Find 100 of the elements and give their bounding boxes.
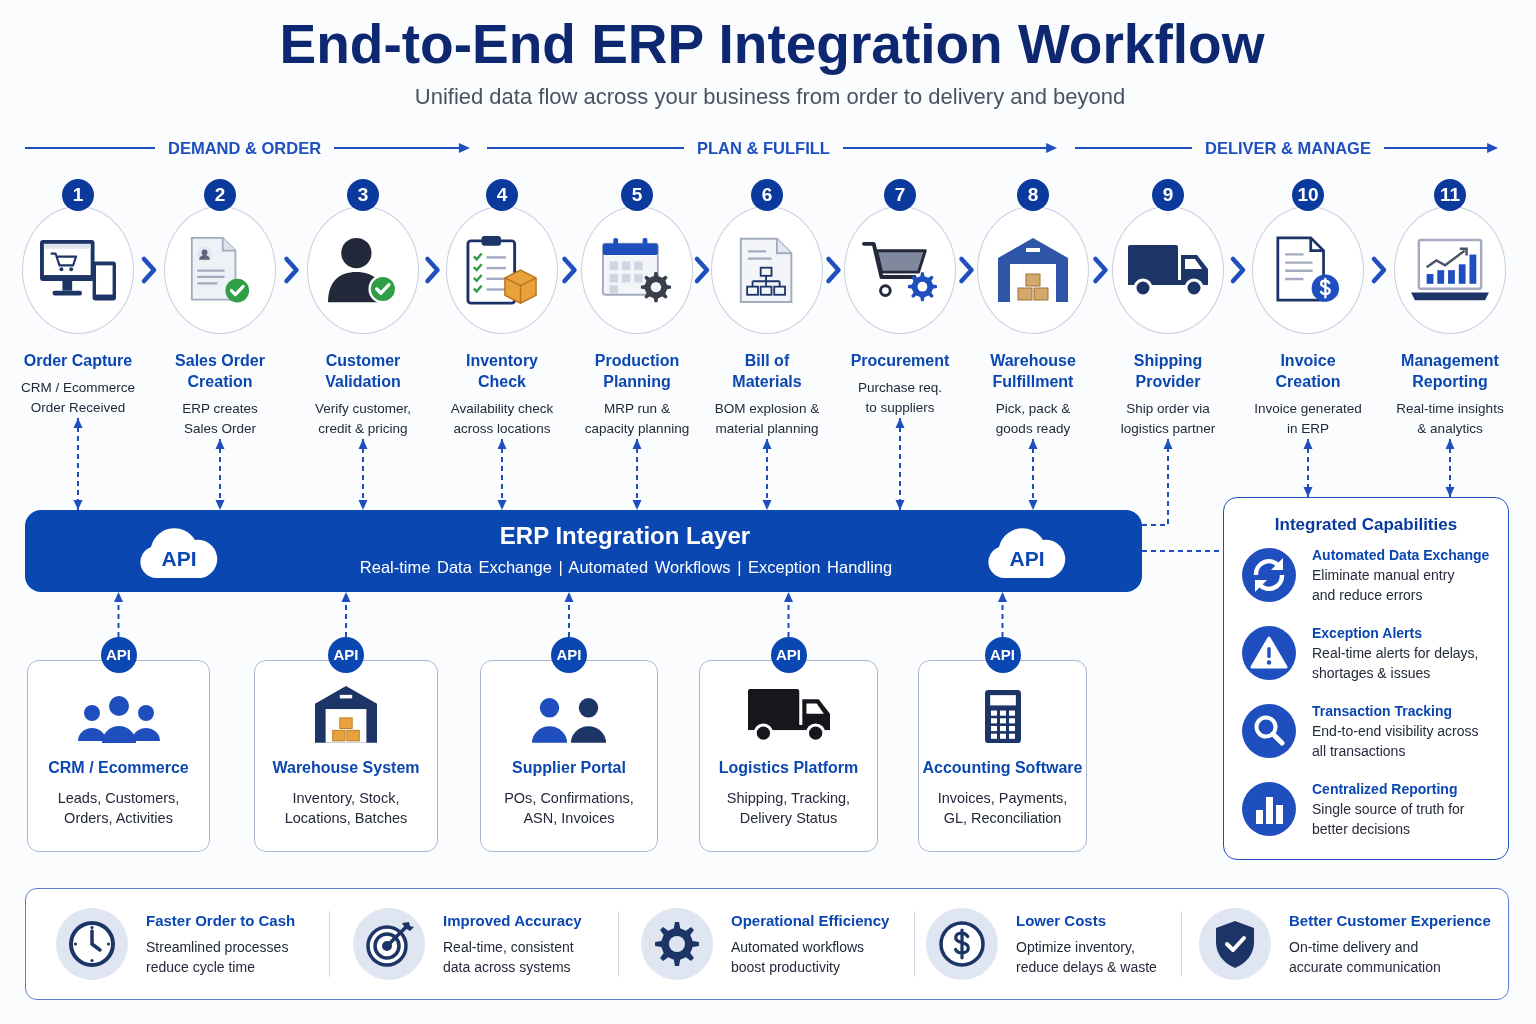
step-number-badge: 10	[1292, 179, 1324, 211]
dashed-arrow	[784, 591, 793, 638]
step-title: Inventory Check	[465, 351, 539, 392]
system-title: Logistics Platform	[718, 758, 859, 778]
chevron-arrow	[694, 256, 710, 284]
capability-description: Eliminate manual entry and reduce errors	[1312, 566, 1456, 605]
step-title: Customer Validation	[324, 351, 402, 392]
step-description: MRP run & capacity planning	[583, 400, 691, 438]
step-number-badge: 5	[621, 179, 653, 211]
dashed-arrow	[215, 438, 225, 511]
dashed-arrow	[895, 417, 905, 511]
phase-label: DELIVER & MANAGE	[1205, 138, 1371, 159]
step-title: Management Reporting	[1400, 351, 1500, 392]
phase-label: DEMAND & ORDER	[168, 138, 322, 159]
step-title: Order Capture	[23, 351, 133, 371]
step-description: Availability check across locations	[449, 400, 555, 438]
dashed-arrow	[73, 417, 83, 511]
benefit-title: Faster Order to Cash	[146, 911, 296, 931]
diagram-subtitle: Unified data flow across your business from order to delivery and beyond	[414, 83, 1126, 111]
benefit-title: Lower Costs	[1016, 911, 1106, 931]
system-description: Shipping, Tracking, Delivery Status	[725, 789, 852, 828]
chevron-arrow	[959, 256, 974, 284]
step-description: Invoice generated in ERP	[1253, 400, 1363, 438]
system-title: Supplier Portal	[512, 758, 626, 778]
capabilities-panel	[1223, 497, 1509, 860]
dashed-arrow	[998, 591, 1007, 638]
step-title: Production Planning	[593, 351, 681, 392]
dashed-arrow	[762, 438, 772, 511]
system-description: Leads, Customers, Orders, Activities	[56, 789, 181, 828]
step-number-badge: 9	[1152, 179, 1184, 211]
api-badge: API	[770, 637, 807, 673]
dashed-arrow	[497, 438, 507, 511]
step-number-badge: 2	[204, 179, 236, 211]
benefit-description: Real-time, consistent data across systems	[443, 938, 575, 977]
capability-title: Transaction Tracking	[1312, 702, 1453, 721]
benefit-description: On-time delivery and accurate communication	[1289, 938, 1442, 977]
diagram-title: End-to-End ERP Integration Workflow	[279, 12, 1265, 76]
dashed-arrow	[632, 438, 642, 511]
capability-title: Exception Alerts	[1312, 624, 1422, 643]
dashed-arrow	[1028, 438, 1038, 511]
benefits-panel	[25, 888, 1509, 1000]
capability-description: Real-time alerts for delays, shortages & issues	[1312, 644, 1480, 683]
layer-title: ERP Integration Layer	[499, 521, 751, 551]
panel-title: Integrated Capabilities	[1274, 514, 1458, 536]
system-title: Accounting Software	[922, 758, 1083, 778]
layer-subtitle: Real-time Data Exchange | Automated Workflows | Exception Handling	[359, 557, 893, 578]
api-badge: API	[100, 637, 137, 673]
benefit-title: Operational Efficiency	[731, 911, 890, 931]
step-number-badge: 1	[62, 179, 94, 211]
step-title: Shipping Provider	[1132, 351, 1204, 392]
benefit-description: Optimize inventory, reduce delays & waste	[1016, 938, 1158, 977]
step-number-badge: 3	[347, 179, 379, 211]
chevron-arrow	[425, 256, 440, 284]
step-title: Invoice Creation	[1274, 351, 1342, 392]
api-badge: API	[328, 637, 364, 673]
step-description: CRM / Ecommerce Order Received	[20, 379, 136, 417]
benefit-title: Improved Accuracy	[443, 911, 582, 931]
system-title: CRM / Ecommerce	[48, 758, 189, 778]
capability-title: Centralized Reporting	[1312, 780, 1458, 799]
step-description: Real-time insights & analytics	[1395, 400, 1505, 438]
step-description: Pick, pack & goods ready	[994, 400, 1072, 438]
step-number-badge: 7	[884, 179, 916, 211]
step-title: Sales Order Creation	[174, 351, 266, 392]
benefit-description: Automated workflows boost productivity	[731, 938, 866, 977]
phase-label: PLAN & FULFILL	[697, 138, 830, 159]
chevron-arrow	[1230, 256, 1246, 284]
chevron-arrow	[284, 256, 299, 284]
chevron-arrow	[1371, 256, 1387, 284]
step-number-badge: 4	[486, 179, 518, 211]
dashed-arrow	[564, 591, 574, 638]
step-description: Purchase req. to suppliers	[856, 379, 943, 417]
api-label: API	[1009, 547, 1045, 571]
api-badge: API	[984, 637, 1021, 673]
dashed-arrow	[1445, 438, 1455, 498]
capability-description: End-to-end visibility across all transactions	[1312, 722, 1480, 761]
dashed-arrow	[114, 591, 123, 638]
step-description: Ship order via logistics partner	[1119, 400, 1217, 438]
step-description: BOM explosion & material planning	[713, 400, 821, 438]
dashed-arrow	[358, 438, 368, 511]
dashed-arrow	[1303, 438, 1313, 498]
system-description: Inventory, Stock, Locations, Batches	[283, 789, 409, 828]
step-number-badge: 6	[751, 179, 783, 211]
step-description: Verify customer, credit & pricing	[313, 400, 412, 438]
integration-layer-band	[25, 510, 1142, 592]
api-badge: API	[551, 637, 587, 673]
step-title: Procurement	[850, 351, 950, 371]
step-number-badge: 11	[1434, 179, 1466, 211]
benefit-description: Streamlined processes reduce cycle time	[146, 938, 290, 977]
step-number-badge: 8	[1017, 179, 1049, 211]
step-description: ERP creates Sales Order	[181, 400, 259, 438]
chevron-arrow	[1093, 256, 1108, 284]
capability-description: Single source of truth for better decisions	[1312, 800, 1466, 839]
system-description: POs, Confirmations, ASN, Invoices	[503, 789, 635, 828]
dashed-arrow	[341, 591, 351, 638]
system-description: Invoices, Payments, GL, Reconciliation	[936, 789, 1069, 828]
step-title: Warehouse Fulfillment	[989, 351, 1077, 392]
api-label: API	[161, 547, 197, 571]
chevron-arrow	[826, 256, 841, 284]
chevron-arrow	[562, 256, 577, 284]
benefit-title: Better Customer Experience	[1289, 911, 1491, 931]
